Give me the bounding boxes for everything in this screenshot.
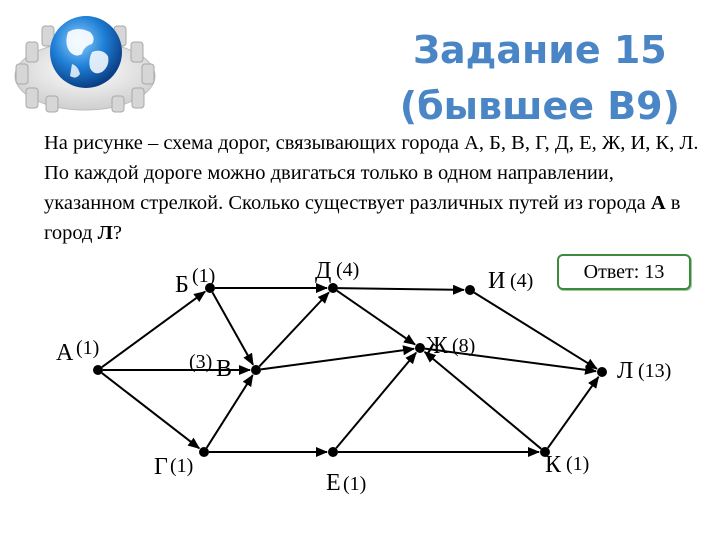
city-label-k: К [545, 452, 562, 478]
road-v-to-d [258, 291, 330, 368]
city-label-v: В [216, 356, 232, 382]
road-b-to-v [211, 291, 254, 366]
city-label-e: Е [326, 470, 341, 496]
roads [101, 283, 600, 457]
city-label-d: Д [315, 258, 331, 284]
problem-start-city: А [650, 192, 666, 214]
city-label-b: Б [175, 272, 189, 298]
city-node-l [597, 367, 607, 377]
road-i-to-l [473, 291, 598, 370]
problem-text-part-3: ? [112, 222, 123, 244]
city-label-i: И [488, 268, 505, 294]
path-count-g: (1) [170, 455, 193, 477]
city-node-g [199, 447, 209, 457]
path-count-d: (4) [336, 259, 359, 281]
answer-box: Ответ: 13 [557, 254, 691, 290]
path-count-zh: (8) [452, 335, 475, 357]
problem-text-part-2: в город [44, 192, 681, 244]
problem-text: На рисунке – схема дорог, связывающих го… [44, 128, 704, 248]
city-node-d [328, 283, 338, 293]
road-e-to-zh [335, 351, 417, 449]
path-count-b: (1) [192, 265, 215, 287]
road-k-to-zh [423, 351, 542, 450]
city-node-b [205, 283, 215, 293]
cities: А(1)Б(1)В(3)Г(1)Д(4)Е(1)Ж(8)И(4)К(1)Л(13… [56, 258, 671, 496]
city-label-l: Л [617, 358, 633, 384]
city-label-g: Г [154, 454, 168, 480]
path-count-k: (1) [566, 453, 589, 475]
city-label-zh: Ж [426, 333, 448, 359]
path-count-v: (3) [189, 351, 212, 373]
road-g-to-v [205, 374, 254, 449]
road-d-to-zh [336, 290, 416, 346]
road-k-to-l [547, 376, 600, 449]
path-count-a: (1) [76, 337, 99, 359]
road-d-to-i [337, 284, 466, 295]
title-line-1: Задание 15 [413, 28, 667, 72]
road-a-to-g [101, 372, 201, 450]
globe-conference-logo [14, 16, 156, 113]
path-count-l: (13) [638, 360, 671, 382]
city-node-i [465, 285, 475, 295]
road-zh-to-l [424, 347, 598, 375]
path-count-e: (1) [343, 473, 366, 495]
problem-end-city: Л [97, 222, 113, 244]
title-line-2: (бывшее В9) [399, 84, 680, 128]
city-node-e [328, 447, 338, 457]
path-count-i: (4) [510, 270, 533, 292]
city-node-k [540, 447, 550, 457]
road-a-to-b [101, 290, 206, 368]
slide-title: Задание 15 (бывшее В9) [400, 22, 680, 134]
city-node-v [251, 365, 261, 375]
city-node-a [93, 365, 103, 375]
road-v-to-zh [260, 345, 416, 371]
city-label-a: А [56, 340, 74, 366]
city-node-zh [415, 343, 425, 353]
problem-text-part-1: На рисунке – схема дорог, связывающих го… [44, 132, 699, 214]
